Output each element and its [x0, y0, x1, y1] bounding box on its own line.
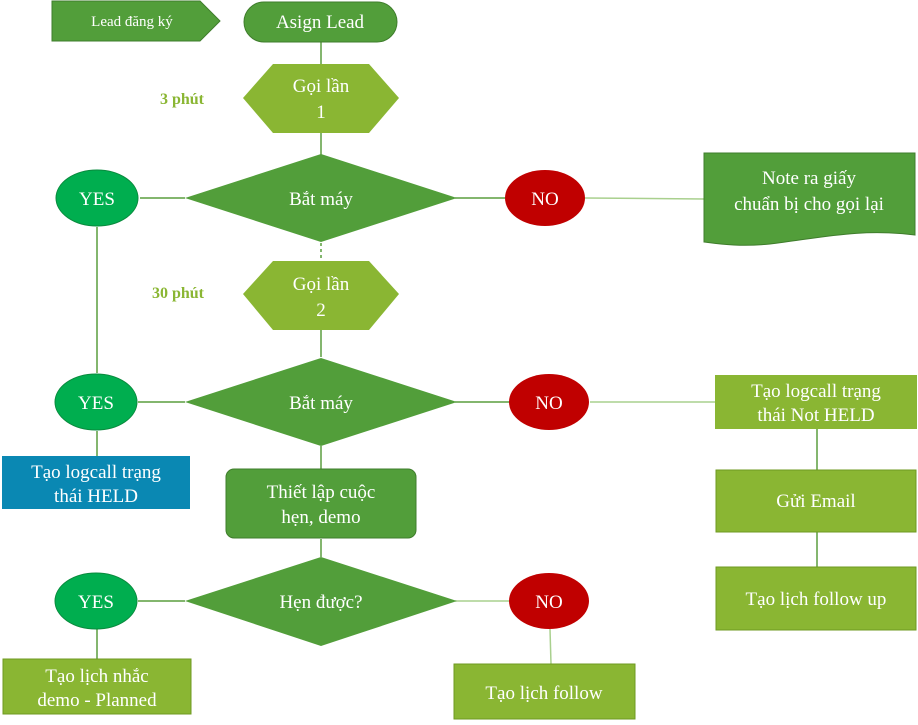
decision1-label: Bắt máy [289, 189, 353, 210]
no1-label: NO [531, 189, 558, 210]
logcall-not-held-line2: thái Not HELD [757, 405, 874, 426]
call2-delay-label: 30 phút [152, 285, 205, 302]
call1-label-line2: 1 [316, 102, 326, 123]
decision1-node[interactable]: Bắt máy [185, 154, 457, 242]
logcall-not-held-line1: Tạo logcall trạng [751, 381, 881, 402]
send-email-node[interactable]: Gửi Email [715, 469, 917, 533]
follow-up-label: Tạo lịch follow up [746, 589, 887, 610]
no2-label: NO [535, 393, 562, 414]
note-paper-node[interactable]: Note ra giấy chuẩn bị cho gọi lại [703, 152, 916, 246]
decision2-label: Bắt máy [289, 393, 353, 414]
follow-schedule-label: Tạo lịch follow [485, 683, 602, 704]
call1-delay-label: 3 phút [160, 91, 205, 108]
call2-label-line1: Gọi lần [293, 274, 350, 295]
note-paper-line1: Note ra giấy [762, 168, 856, 189]
yes1-node[interactable]: YES [55, 169, 139, 227]
send-email-label: Gửi Email [776, 491, 855, 512]
demo-planned-line1: Tạo lịch nhắc [45, 666, 148, 687]
logcall-held-node[interactable]: Tạo logcall trạng thái HELD [2, 456, 190, 509]
lead-registered-node[interactable]: Lead đăng ký [51, 0, 221, 42]
assign-lead-node[interactable]: Asign Lead [243, 1, 398, 43]
yes2-node[interactable]: YES [54, 373, 138, 431]
no2-node[interactable]: NO [509, 374, 589, 430]
logcall-held-line2: thái HELD [54, 486, 138, 507]
lead-registered-label: Lead đăng ký [91, 14, 173, 30]
yes3-label: YES [78, 592, 114, 613]
yes2-label: YES [78, 393, 114, 414]
no1-node[interactable]: NO [505, 170, 585, 226]
call2-label-line2: 2 [316, 300, 326, 321]
connector-no3-follow [549, 628, 552, 665]
note-paper-line2: chuẩn bị cho gọi lại [734, 194, 884, 215]
yes1-label: YES [79, 189, 115, 210]
logcall-not-held-node[interactable]: Tạo logcall trạng thái Not HELD [715, 375, 917, 429]
demo-planned-line2: demo - Planned [37, 690, 157, 711]
no3-label: NO [535, 592, 562, 613]
yes3-node[interactable]: YES [54, 572, 138, 630]
call1-node[interactable]: Gọi lần 1 [243, 64, 399, 133]
assign-lead-label: Asign Lead [276, 12, 365, 33]
connectors [96, 40, 818, 665]
no3-node[interactable]: NO [509, 573, 589, 629]
decision3-node[interactable]: Hẹn được? [185, 557, 457, 646]
call1-label-line1: Gọi lần [293, 76, 350, 97]
setup-appointment-line1: Thiết lập cuộc [267, 482, 376, 503]
logcall-held-line1: Tạo logcall trạng [31, 462, 161, 483]
follow-schedule-node[interactable]: Tạo lịch follow [453, 663, 636, 720]
demo-planned-node[interactable]: Tạo lịch nhắc demo - Planned [2, 658, 192, 715]
connector-no1-note [584, 197, 705, 200]
setup-appointment-node[interactable]: Thiết lập cuộc hẹn, demo [225, 468, 417, 539]
follow-up-node[interactable]: Tạo lịch follow up [715, 566, 917, 631]
setup-appointment-line2: hẹn, demo [281, 507, 360, 528]
call2-node[interactable]: Gọi lần 2 [243, 261, 399, 330]
decision2-node[interactable]: Bắt máy [185, 358, 457, 446]
decision3-label: Hẹn được? [279, 592, 362, 613]
